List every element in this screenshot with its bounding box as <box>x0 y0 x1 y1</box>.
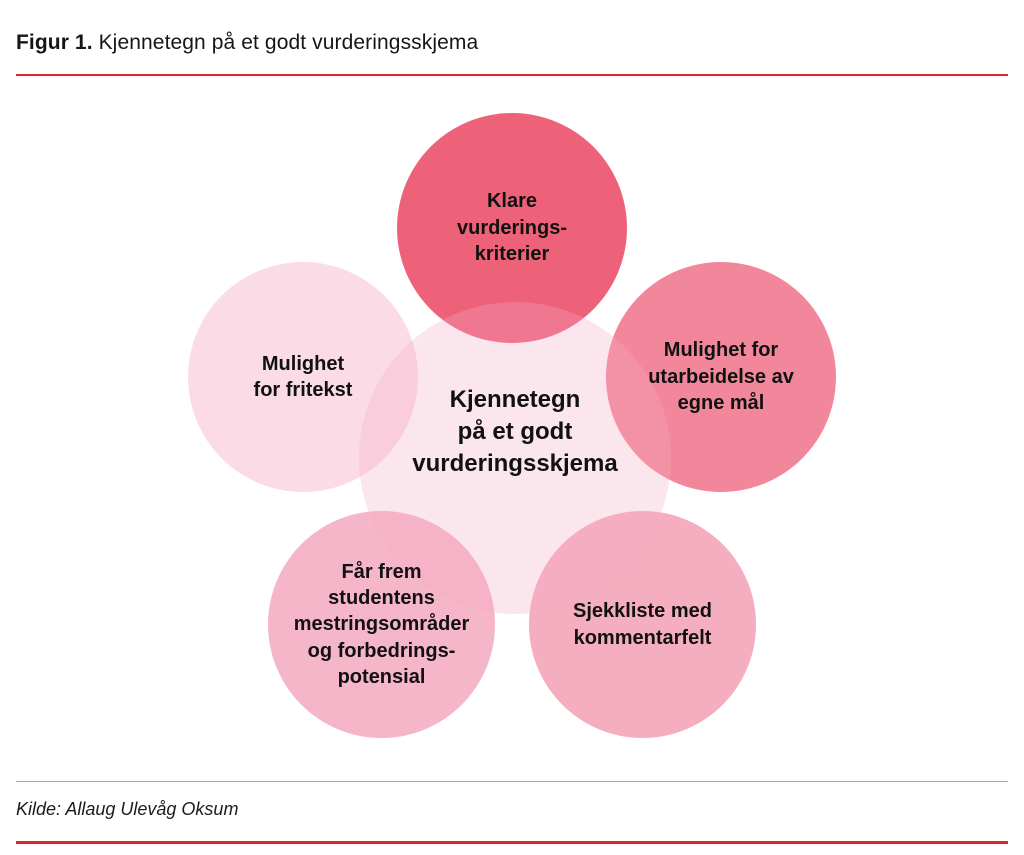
petal-circle-bottom-right <box>529 511 756 738</box>
figure-number-label: Figur 1. <box>16 31 93 54</box>
petal-label-top: Klare vurderings- kriterier <box>456 190 568 266</box>
top-red-divider <box>16 74 1008 76</box>
figure-title-text: Kjennetegn på et godt vurderingsskjema <box>98 31 479 54</box>
petal-label-right: Mulighet for utarbeidelse av egne mål <box>648 339 794 415</box>
bottom-red-divider <box>16 841 1008 844</box>
center-circle <box>359 302 671 614</box>
petal-label-bottom-left: Får frem studentens mestringsområder og … <box>293 560 470 689</box>
petal-circle-top <box>397 113 627 343</box>
petal-circle-bottom-left <box>268 511 495 738</box>
petal-label-left: Mulighet for fritekst <box>253 352 353 401</box>
source-text: Kilde: Allaug Ulevåg Oksum <box>16 799 239 819</box>
footer-gray-divider <box>16 781 1008 782</box>
petal-circle-right <box>606 262 836 492</box>
petal-label-bottom-right: Sjekkliste med kommentarfelt <box>573 600 712 649</box>
figure-heading: Figur 1. Kjennetegn på et godt vurdering… <box>16 30 478 56</box>
petal-circle-left <box>188 262 418 492</box>
center-label: Kjennetegn på et godt vurderingsskjema <box>412 386 618 477</box>
